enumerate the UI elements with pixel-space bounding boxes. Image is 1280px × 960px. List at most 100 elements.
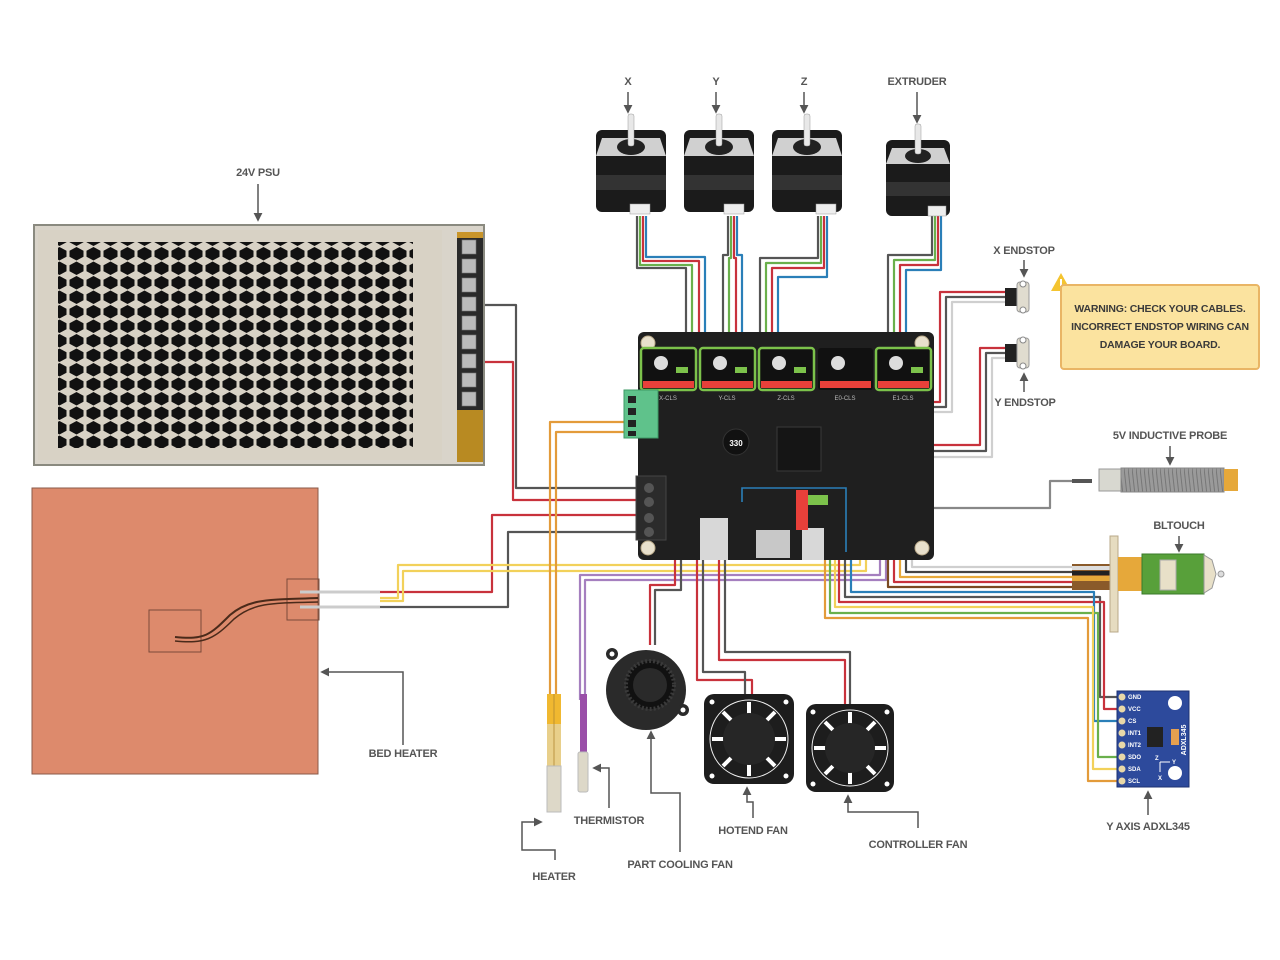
wire-psu-black (482, 303, 640, 490)
adxl-pin-label: INT1 (1128, 731, 1142, 737)
mount-hole (914, 540, 930, 556)
hotend-fan (704, 694, 794, 784)
wire-motor-x-blue (644, 216, 707, 335)
driver-e1 (874, 346, 933, 392)
thermistor (577, 694, 589, 793)
part-cooling-fan-label: PART COOLING FAN (627, 859, 733, 871)
wire-motor-z-green (764, 216, 823, 335)
wire-yend-black (930, 351, 1005, 453)
adxl-pin-label: CS (1128, 719, 1136, 725)
bltouch (1072, 535, 1225, 633)
motor-y (684, 113, 754, 215)
wire-bed-black (380, 530, 640, 609)
motor-z-label: Z (801, 76, 808, 88)
wire-motor-e-black (886, 216, 934, 335)
adxl-axis-marker: Z Y X (1155, 756, 1176, 782)
slot-label-x: X-CLS (659, 396, 677, 402)
slot-label-y: Y-CLS (718, 396, 735, 402)
wire-bed-red (380, 513, 640, 594)
bltouch-label: BLTOUCH (1153, 520, 1205, 532)
inductor (722, 428, 750, 456)
heater-arrow (521, 817, 556, 860)
warning-line-1: WARNING: CHECK YOUR CABLES. (1074, 303, 1246, 315)
wire-xend-white (930, 300, 1005, 414)
slot-label-e0: E0-CLS (834, 396, 855, 402)
wire-xend-black (930, 295, 1005, 409)
part-cooling-fan (606, 648, 689, 730)
wire-psu-red (482, 360, 640, 502)
wire-motor-x-red (641, 216, 701, 335)
wire-motor-e-green (892, 216, 937, 335)
bed-thermistor-pad (148, 609, 202, 653)
stepper-motors (596, 113, 950, 217)
warning-text: WARNING: CHECK YOUR CABLES. INCORRECT EN… (1071, 300, 1249, 354)
inductive-probe (1072, 467, 1238, 493)
adxl345-board: ADXL345 GND VCC CS INT1 INT2 SDO SDA SCL… (1116, 690, 1190, 788)
heater-label: HEATER (532, 871, 575, 883)
heater-cartridge (546, 694, 562, 813)
wire-adxl-gnd (843, 490, 1118, 699)
adxl-chip-text: ADXL345 (1181, 725, 1188, 756)
driver-z (757, 346, 816, 392)
psu-label: 24V PSU (236, 167, 280, 179)
controller-fan (806, 704, 894, 792)
adxl-pin-label: SCL (1128, 779, 1140, 785)
adxl-pin-label: VCC (1128, 707, 1141, 713)
wire-motor-z-red (770, 216, 826, 335)
adxl-pin-label: GND (1128, 695, 1142, 701)
sd-card-slot (756, 530, 790, 558)
warning-line-2: INCORRECT ENDSTOP WIRING CAN (1071, 321, 1249, 333)
motor-extruder-label: EXTRUDER (888, 76, 947, 88)
inductive-probe-label: 5V INDUCTIVE PROBE (1113, 430, 1227, 442)
hotend-fan-label: HOTEND FAN (718, 825, 788, 837)
wire-probe (930, 479, 1090, 510)
motor-extruder (886, 123, 950, 217)
wire-motor-x-black (635, 216, 688, 335)
psu-terminal-screws (461, 239, 477, 407)
y-endstop-label: Y ENDSTOP (994, 397, 1055, 409)
wire-motor-z-black (758, 216, 820, 335)
wire-adxl-sda (833, 505, 1118, 771)
usb-port (700, 518, 728, 560)
mcu-chip (776, 426, 822, 472)
psu-vent-grille (58, 242, 413, 448)
wire-motor-y-black (721, 216, 730, 335)
adxl-chip (1147, 727, 1163, 747)
driver-e0 (818, 348, 873, 390)
controller-fan-label: CONTROLLER FAN (869, 839, 968, 851)
slot-label-z: Z-CLS (777, 396, 794, 402)
wire-motor-e-blue (904, 216, 943, 335)
adxl-axis-y: Y (1172, 760, 1176, 766)
wire-yend-red (930, 346, 1005, 447)
thermistor-arrow (592, 763, 610, 808)
warning-line-3: DAMAGE YOUR BOARD. (1099, 339, 1221, 351)
controller-fan-arrow (843, 794, 919, 828)
wire-motor-e-red (898, 216, 940, 335)
adxl-axis-z: Z (1155, 756, 1159, 762)
slot-label-e1: E1-CLS (892, 396, 913, 402)
driver-x (639, 346, 698, 392)
wire-yend-white (930, 356, 1005, 459)
bed-heater-arrow (320, 667, 404, 745)
wire-motor-y-red (732, 216, 738, 335)
hotend-fan-arrow (742, 786, 754, 818)
thermistor-label: THERMISTOR (574, 815, 645, 827)
wire-motor-x-green (638, 216, 694, 335)
wire-adxl-scl (823, 505, 1118, 783)
wire-xend-red (930, 290, 1005, 404)
inductor-label: 330 (729, 439, 743, 448)
bed-heater-label: BED HEATER (369, 748, 438, 760)
psu (33, 224, 485, 466)
warning-callout: WARNING: CHECK YOUR CABLES. INCORRECT EN… (1060, 284, 1260, 370)
adxl-pin-label: SDA (1128, 767, 1141, 773)
wire-bltouch-white (910, 520, 1075, 569)
adxl-pin-label: SDO (1128, 755, 1141, 761)
driver-y (698, 346, 757, 392)
adxl-label: Y AXIS ADXL345 (1106, 821, 1190, 833)
part-cooling-fan-arrow (646, 730, 681, 852)
motor-x-label: X (624, 76, 632, 88)
usb-port-2 (802, 528, 824, 560)
wire-adxl-vcc (837, 495, 1118, 711)
exp-header (796, 490, 808, 530)
